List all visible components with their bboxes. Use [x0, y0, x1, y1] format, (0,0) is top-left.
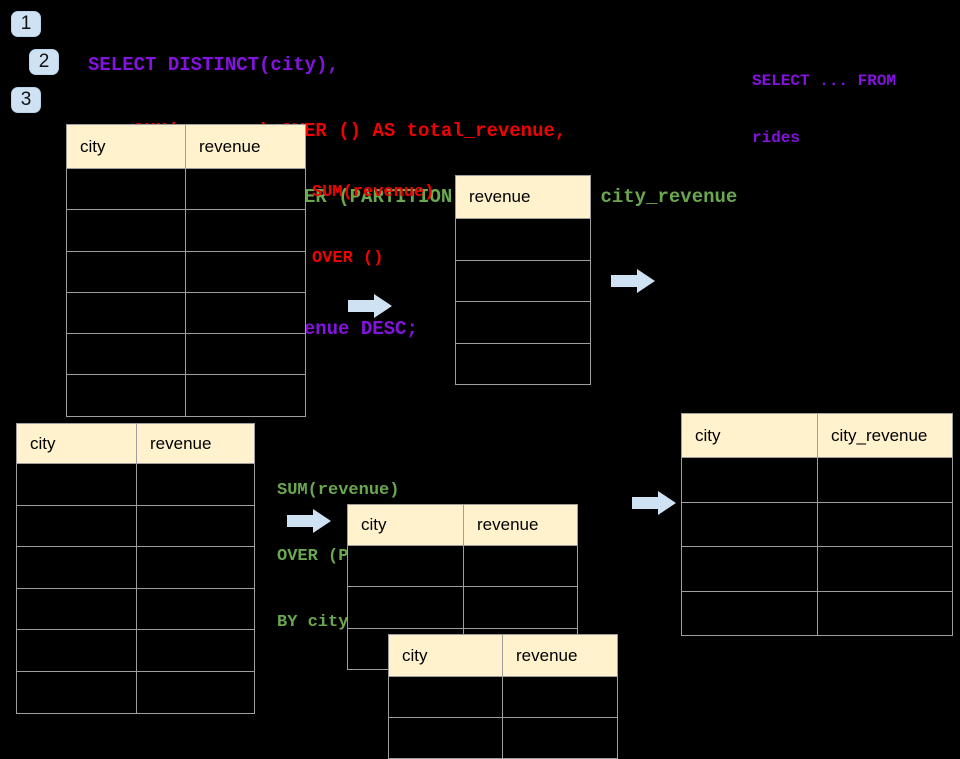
label-partition-line3: BY city) [277, 613, 359, 632]
body-cell [348, 546, 464, 588]
header-cell: revenue [186, 125, 306, 169]
body-cell [186, 210, 306, 252]
body-cell [682, 547, 818, 592]
header-cell: revenue [464, 505, 578, 546]
body-cell [17, 464, 137, 506]
side-snippet-line2: rides [752, 129, 801, 147]
slide-canvas: 1 2 3 SELECT DISTINCT(city), SUM(revenue… [11, 11, 953, 759]
body-cell [682, 591, 818, 636]
body-cell [186, 375, 306, 417]
body-cell [503, 718, 618, 759]
table-total-result: revenue [455, 175, 591, 385]
body-cell [137, 630, 255, 672]
body-cell [17, 671, 137, 714]
body-cell [17, 630, 137, 672]
header-cell: city [682, 414, 818, 458]
step-badge-1: 1 [11, 11, 41, 37]
arrow-right-icon [348, 294, 392, 318]
step-badge-3: 3 [11, 87, 41, 113]
body-cell [186, 292, 306, 335]
arrow-right-icon [611, 269, 655, 293]
body-cell [818, 547, 953, 592]
body-cell [818, 458, 953, 503]
body-cell [186, 169, 306, 211]
body-cell [456, 343, 591, 385]
body-cell [503, 677, 618, 718]
label-total-line2: OVER () [312, 249, 384, 268]
header-cell: city_revenue [818, 414, 953, 458]
body-cell [137, 505, 255, 548]
body-cell [137, 588, 255, 631]
body-cell [137, 547, 255, 589]
body-cell [818, 591, 953, 636]
body-cell [456, 302, 591, 344]
header-cell: revenue [137, 424, 255, 464]
header-cell: city [348, 505, 464, 546]
header-cell: revenue [456, 176, 591, 219]
body-cell [67, 169, 186, 211]
body-cell [818, 502, 953, 547]
body-cell [389, 718, 503, 759]
header-cell: city [67, 125, 186, 169]
body-cell [186, 251, 306, 293]
header-cell: revenue [503, 635, 618, 677]
body-cell [456, 219, 591, 261]
label-partition-line1: SUM(revenue) [277, 481, 400, 500]
side-snippet: SELECT ... FROM rides [752, 34, 896, 186]
arrow-right-icon [287, 509, 331, 533]
body-cell [389, 677, 503, 718]
body-cell [464, 546, 578, 588]
arrow-right-icon [632, 491, 676, 515]
body-cell [17, 588, 137, 631]
header-cell: city [389, 635, 503, 677]
body-cell [17, 505, 137, 548]
body-cell [67, 210, 186, 252]
body-cell [456, 260, 591, 302]
label-total-line1: SUM(revenue) [312, 183, 435, 202]
header-cell: city [17, 424, 137, 464]
body-cell [348, 587, 464, 629]
body-cell [137, 671, 255, 714]
body-cell [67, 334, 186, 376]
body-cell [17, 547, 137, 589]
body-cell [67, 375, 186, 417]
body-cell [682, 458, 818, 503]
body-cell [67, 292, 186, 335]
side-snippet-line1: SELECT ... FROM [752, 72, 897, 90]
body-cell [464, 587, 578, 629]
body-cell [137, 464, 255, 506]
label-total-revenue: SUM(revenue) OVER () [312, 138, 434, 314]
code-line-select: SELECT DISTINCT(city), [88, 54, 339, 76]
body-cell [67, 251, 186, 293]
body-cell [186, 334, 306, 376]
body-cell [682, 502, 818, 547]
step-badge-2: 2 [29, 49, 59, 75]
